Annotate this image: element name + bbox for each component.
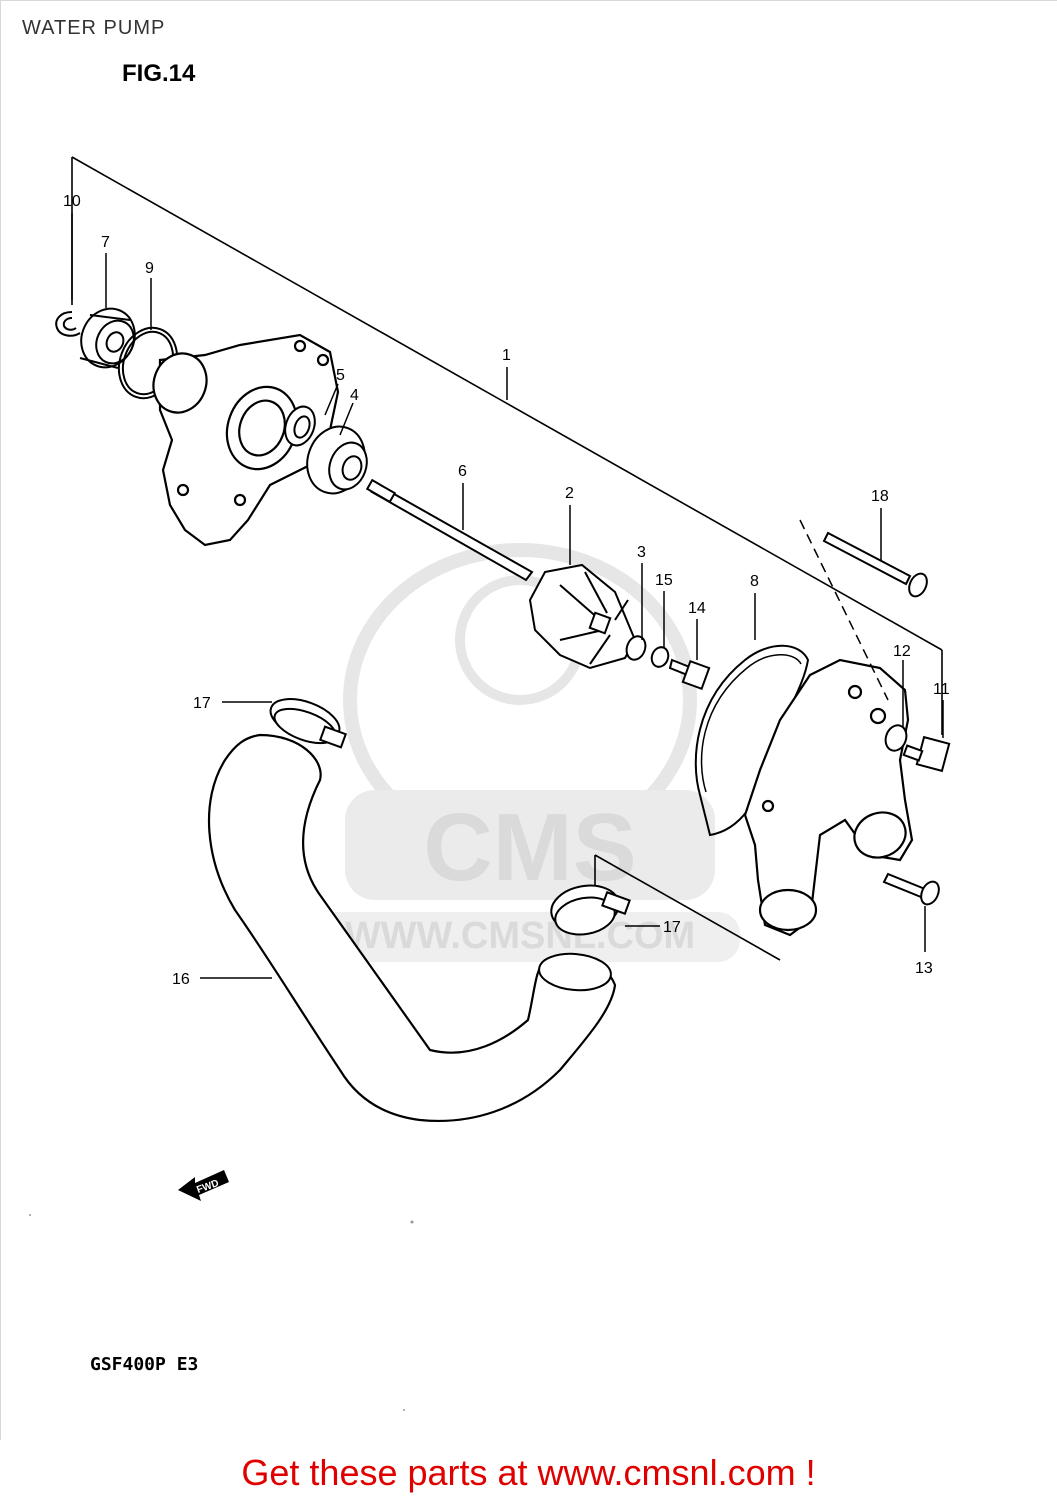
impeller	[528, 563, 637, 670]
callout-17-top: 17	[193, 695, 211, 712]
oil-seal	[284, 405, 316, 447]
scan-specks	[29, 1214, 414, 1411]
callout-15: 15	[655, 572, 673, 589]
long-bolt	[822, 531, 928, 598]
callout-9: 9	[145, 260, 154, 277]
callout-18: 18	[871, 488, 889, 505]
callout-2: 2	[565, 485, 574, 502]
cms-watermark: CMS WWW.CMSNL.COM	[300, 543, 740, 962]
leader-lines	[71, 213, 944, 979]
callout-14: 14	[688, 600, 706, 617]
callout-8: 8	[750, 573, 759, 590]
pump-case	[152, 333, 340, 547]
pump-shaft	[365, 478, 534, 582]
top-border	[0, 0, 1057, 1]
exploded-diagram: CMS WWW.CMSNL.COM	[29, 156, 951, 1411]
page-title: WATER PUMP	[22, 17, 166, 39]
callout-11: 11	[933, 681, 950, 698]
forward-label: FWD	[195, 1178, 220, 1196]
forward-arrow: FWD	[178, 1170, 229, 1201]
pump-cover	[743, 658, 914, 937]
cover-bolt	[902, 735, 951, 773]
callout-16: 16	[172, 971, 190, 988]
callout-12: 12	[893, 643, 911, 660]
callout-5: 5	[336, 367, 345, 384]
washer	[625, 635, 647, 661]
radiator-hose	[207, 733, 617, 1122]
model-code: GSF400P E3	[90, 1354, 199, 1375]
promo-link[interactable]: Get these parts at www.cmsnl.com !	[241, 1452, 816, 1493]
callout-17-bottom: 17	[663, 919, 681, 936]
callout-13: 13	[915, 960, 933, 977]
callout-10: 10	[63, 193, 81, 210]
callout-labels: 10 7 9 1 5 4 6 2 3 15 14 8 18 12 11 17 1…	[63, 193, 950, 988]
watermark-brand: CMS	[423, 794, 636, 901]
callout-7: 7	[101, 234, 110, 251]
impeller-bolt	[668, 658, 711, 691]
washer-small	[650, 646, 670, 668]
callout-3: 3	[637, 544, 646, 561]
bearing	[79, 307, 136, 369]
hose-clamp-top	[269, 698, 348, 749]
mechanical-seal	[306, 425, 368, 495]
hose-clamp-bottom	[550, 884, 631, 936]
watermark-badge	[345, 790, 715, 900]
callout-6: 6	[458, 463, 467, 480]
callout-4: 4	[350, 387, 359, 404]
left-border	[0, 0, 1, 1440]
circlip	[55, 311, 81, 337]
callout-1: 1	[502, 347, 511, 364]
figure-number: FIG.14	[122, 60, 196, 87]
watermark-url: WWW.CMSNL.COM	[345, 915, 695, 957]
screw	[882, 872, 940, 906]
washer-cover	[884, 724, 908, 752]
